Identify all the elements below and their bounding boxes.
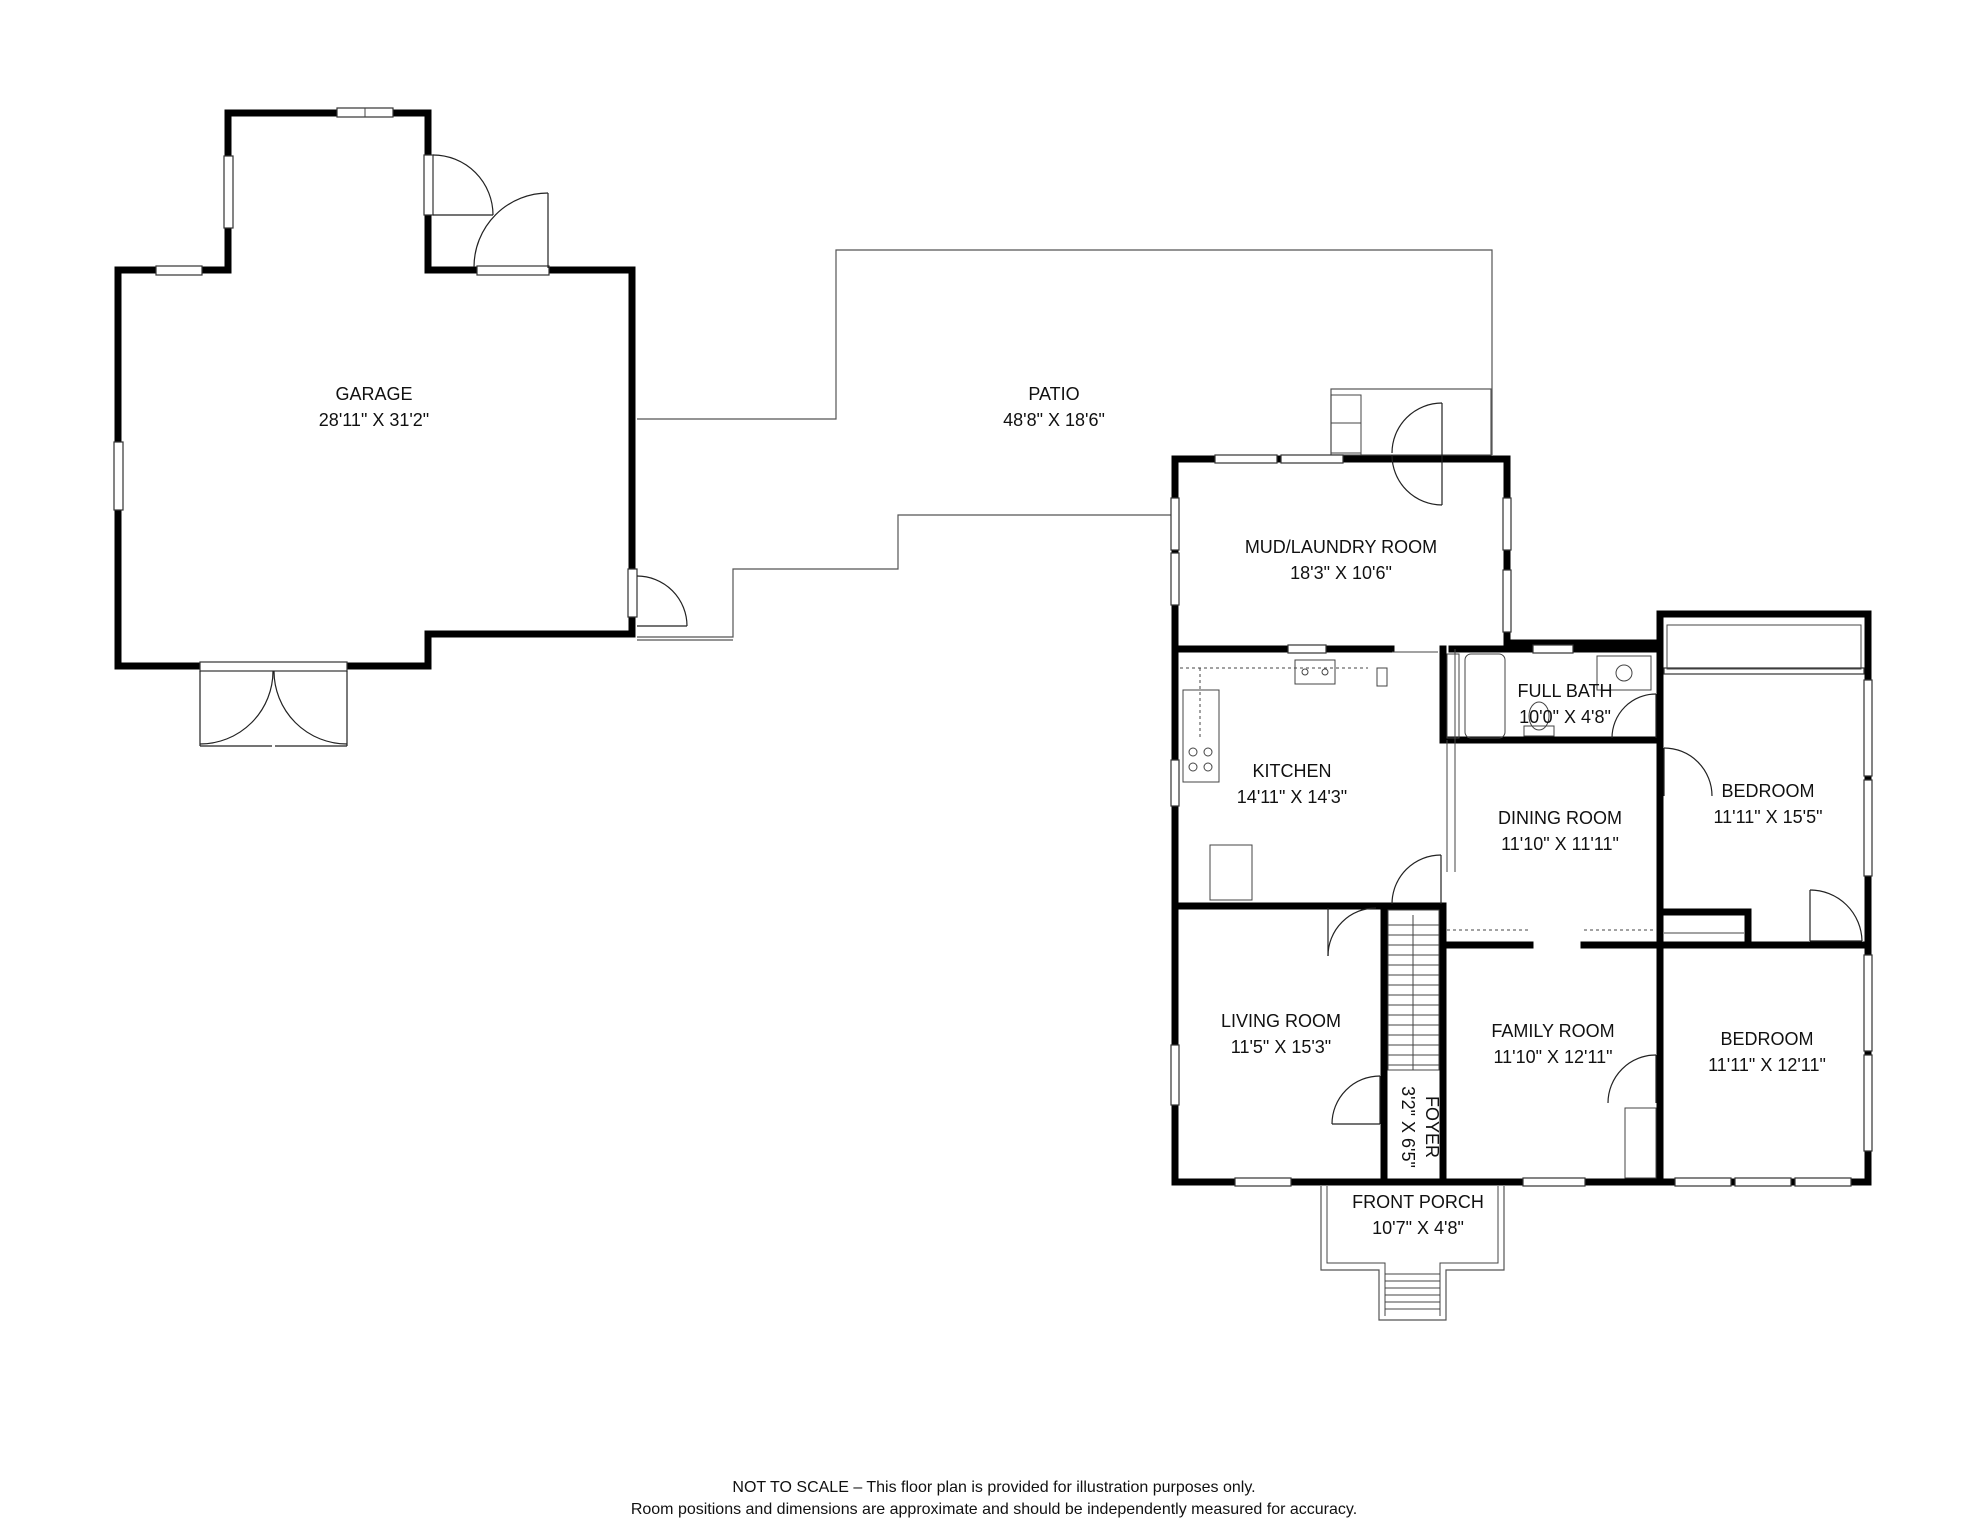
bedroom-2-dims: 11'11" X 12'11": [1708, 1055, 1826, 1075]
bath-fixtures: [1446, 653, 1652, 739]
patio-outline: [637, 249, 1493, 641]
garage-dims: 28'11" X 31'2": [319, 410, 429, 430]
foyer-stairs: [1387, 909, 1440, 1071]
foyer-dims: 3'2" X 6'5": [1398, 1086, 1418, 1168]
house-windows: [1170, 454, 1873, 1187]
mud-laundry-dims: 18'3" X 10'6": [1290, 563, 1392, 583]
kitchen-name: KITCHEN: [1252, 761, 1331, 781]
dining-room-dims: 11'10" X 11'11": [1501, 834, 1619, 854]
kitchen-fixtures: [1180, 651, 1438, 901]
front-porch-name: FRONT PORCH: [1352, 1192, 1484, 1212]
family-room-dims: 11'10" X 12'11": [1493, 1047, 1612, 1067]
garage-windows: [113, 107, 638, 618]
front-porch: [1320, 1186, 1505, 1321]
disclaimer-line-2: Room positions and dimensions are approx…: [631, 1501, 1357, 1518]
living-room-name: LIVING ROOM: [1221, 1011, 1341, 1031]
patio-dims: 48'8" X 18'6": [1003, 410, 1105, 430]
bedroom-1-dims: 11'11" X 15'5": [1713, 807, 1822, 827]
living-room-dims: 11'5" X 15'3": [1231, 1037, 1331, 1057]
patio-steps: [1330, 388, 1492, 456]
bedroom-1-name: BEDROOM: [1721, 781, 1814, 801]
house-doors: [1327, 402, 1863, 1125]
interior-lines: [1446, 649, 1744, 1179]
disclaimer-line-1: NOT TO SCALE – This floor plan is provid…: [732, 1479, 1255, 1496]
mud-laundry-name: MUD/LAUNDRY ROOM: [1245, 537, 1437, 557]
front-porch-dims: 10'7" X 4'8": [1372, 1218, 1464, 1238]
dining-room-name: DINING ROOM: [1498, 808, 1622, 828]
full-bath-name: FULL BATH: [1517, 681, 1612, 701]
garage-doors: [199, 154, 688, 747]
family-room-name: FAMILY ROOM: [1491, 1021, 1614, 1041]
house-walls: [1171, 455, 1872, 1186]
bedroom-2-name: BEDROOM: [1720, 1029, 1813, 1049]
full-bath-dims: 10'0" X 4'8": [1519, 707, 1611, 727]
patio-name: PATIO: [1028, 384, 1079, 404]
kitchen-dims: 14'11" X 14'3": [1237, 787, 1347, 807]
bedroom-closet: [1666, 624, 1862, 670]
foyer-name: FOYER: [1422, 1096, 1442, 1158]
garage-name: GARAGE: [335, 384, 412, 404]
